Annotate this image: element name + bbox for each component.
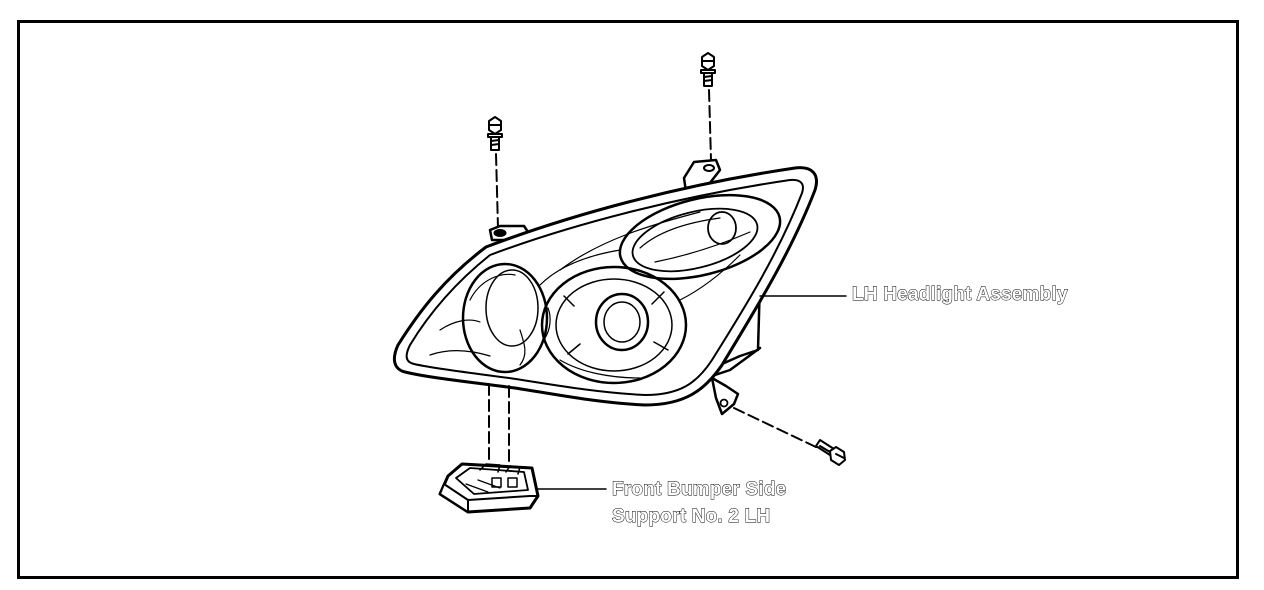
dashed-line-top-right — [708, 89, 712, 161]
bumper-support-label-line1: Front Bumper Side — [612, 479, 787, 501]
bolt-top-right — [700, 52, 716, 87]
diagram-frame — [17, 20, 1239, 579]
bolt-side — [815, 439, 846, 466]
dashed-line-side — [733, 407, 819, 449]
lh-headlight-assembly — [392, 158, 818, 416]
front-bumper-side-support — [438, 462, 540, 514]
bumper-support-label-line2: Support No. 2 LH — [612, 506, 771, 528]
dashed-line-top-left — [495, 153, 499, 229]
headlight-assembly-label: LH Headlight Assembly — [852, 284, 1068, 306]
bolt-top-left — [487, 116, 503, 151]
